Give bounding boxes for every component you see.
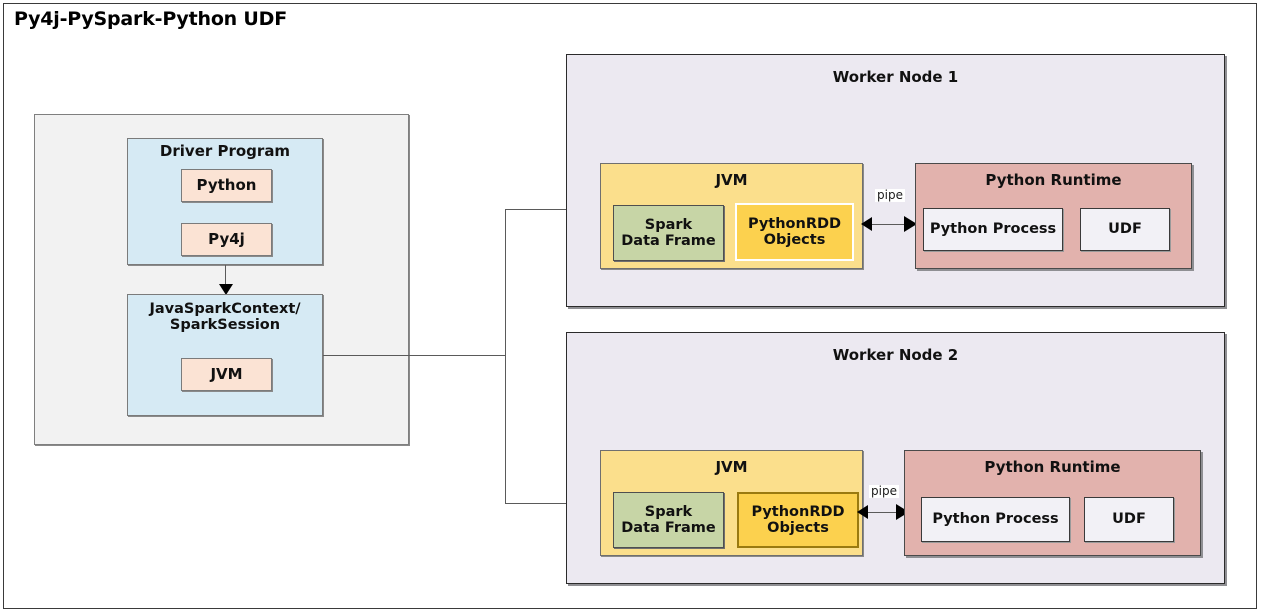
driver-to-context-line: [225, 265, 226, 287]
worker-1-pipe-arrow-left: [861, 217, 872, 231]
worker-2-pipe-line: [862, 512, 904, 513]
worker-1-spark-dataframe-line2: Data Frame: [621, 233, 716, 249]
page-border: [3, 3, 1257, 609]
branch-to-worker2-line: [505, 503, 582, 504]
worker-2-pythonrdd-line1: PythonRDD: [751, 503, 845, 520]
worker-1-python-process-label: Python Process: [929, 221, 1057, 238]
worker-2-pipe-arrow-left: [857, 505, 868, 519]
worker-2-python-process-label: Python Process: [932, 511, 1059, 528]
page-title: Py4j-PySpark-Python UDF: [14, 8, 287, 30]
worker-2-python-runtime-label: Python Runtime: [984, 458, 1121, 476]
worker-1-pythonrdd-line1: PythonRDD: [747, 215, 842, 232]
worker-1-pipe-arrow-right: [904, 216, 917, 232]
worker-2-pythonrdd-label: PythonRDD Objects: [739, 494, 857, 546]
worker-1-python-process-box[interactable]: Python Process: [923, 208, 1063, 251]
worker-1-jvm-label: JVM: [715, 171, 748, 189]
python-box[interactable]: Python: [181, 169, 272, 202]
worker-1-pythonrdd-line2: Objects: [763, 232, 826, 248]
worker-1-spark-dataframe-label: Spark Data Frame: [614, 206, 723, 260]
worker-node-1-title: Worker Node 1: [832, 68, 959, 86]
driver-to-context-arrowhead: [219, 284, 233, 295]
py4j-label: Py4j: [208, 230, 245, 249]
worker-2-spark-dataframe-label: Spark Data Frame: [614, 493, 723, 547]
worker-1-udf-box[interactable]: UDF: [1080, 208, 1170, 251]
worker-1-pipe-line: [866, 224, 912, 225]
worker-2-python-process-box[interactable]: Python Process: [921, 497, 1070, 542]
worker-node-2-title: Worker Node 2: [832, 346, 959, 364]
driver-trunk-line: [323, 355, 506, 356]
worker-1-spark-dataframe-box[interactable]: Spark Data Frame: [613, 205, 724, 261]
driver-jvm-box[interactable]: JVM: [181, 358, 272, 391]
worker-2-udf-box[interactable]: UDF: [1084, 497, 1174, 542]
driver-program-label: Driver Program: [159, 142, 291, 160]
worker-1-pythonrdd-box[interactable]: PythonRDD Objects: [735, 203, 854, 261]
worker-1-spark-dataframe-line1: Spark: [644, 216, 693, 233]
worker-1-pythonrdd-label: PythonRDD Objects: [737, 205, 852, 259]
worker-2-pythonrdd-box[interactable]: PythonRDD Objects: [737, 492, 859, 548]
worker-2-pipe-label: pipe: [869, 484, 899, 499]
spark-context-label-line1: JavaSparkContext/: [149, 301, 301, 317]
worker-1-pipe-label: pipe: [875, 188, 905, 203]
worker-1-python-runtime-label: Python Runtime: [985, 171, 1122, 189]
driver-jvm-label: JVM: [210, 365, 243, 384]
py4j-box[interactable]: Py4j: [181, 223, 272, 256]
worker-1-udf-label: UDF: [1108, 221, 1142, 238]
worker-2-pythonrdd-line2: Objects: [767, 520, 829, 536]
driver-program-box[interactable]: Driver Program: [127, 138, 323, 265]
worker-2-udf-label: UDF: [1112, 511, 1146, 528]
worker-2-jvm-label: JVM: [715, 458, 748, 476]
spark-context-box[interactable]: JavaSparkContext/ SparkSession: [127, 294, 323, 416]
worker-2-spark-dataframe-line2: Data Frame: [621, 520, 716, 536]
branch-to-worker1-line: [505, 209, 582, 210]
python-label: Python: [196, 176, 257, 195]
driver-branch-vertical: [505, 209, 506, 504]
spark-context-label-line2: SparkSession: [169, 317, 281, 334]
worker-2-spark-dataframe-box[interactable]: Spark Data Frame: [613, 492, 724, 548]
spark-context-label: JavaSparkContext/ SparkSession: [128, 301, 322, 333]
worker-2-spark-dataframe-line1: Spark: [644, 503, 693, 520]
